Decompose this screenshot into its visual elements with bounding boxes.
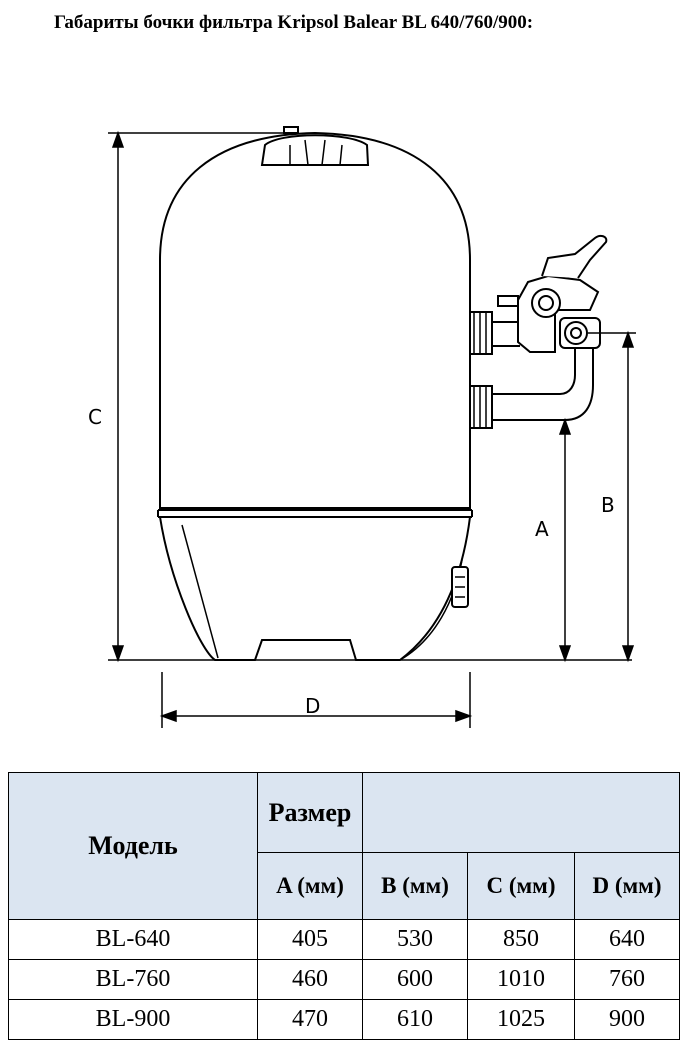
value-cell: 900 bbox=[574, 999, 680, 1040]
dimension-c bbox=[108, 130, 470, 663]
value-cell: 1010 bbox=[467, 959, 575, 1000]
tank-body bbox=[159, 131, 471, 509]
tank-belt bbox=[157, 509, 473, 518]
dimension-a-label: A bbox=[535, 517, 549, 541]
table-row: BL-640 405 530 850 640 bbox=[8, 919, 680, 960]
dimension-d-label: D bbox=[305, 694, 320, 718]
size-header: Размер bbox=[257, 772, 363, 853]
bent-pipe bbox=[492, 342, 594, 421]
column-header-b: B (мм) bbox=[362, 852, 468, 920]
value-cell: 610 bbox=[362, 999, 468, 1040]
dimensions-table: Модель Размер A (мм) B (мм) C (мм) D (мм… bbox=[8, 772, 680, 1040]
model-cell: BL-900 bbox=[8, 999, 258, 1040]
value-cell: 460 bbox=[257, 959, 363, 1000]
value-cell: 470 bbox=[257, 999, 363, 1040]
column-header-a: A (мм) bbox=[257, 852, 363, 920]
table-row: BL-900 470 610 1025 900 bbox=[8, 999, 680, 1040]
table-header-row: Модель Размер bbox=[8, 772, 680, 920]
value-cell: 600 bbox=[362, 959, 468, 1000]
table-row: BL-760 460 600 1010 760 bbox=[8, 959, 680, 1000]
dimension-d bbox=[159, 672, 473, 728]
tank-base bbox=[159, 516, 471, 661]
value-cell: 405 bbox=[257, 919, 363, 960]
column-header-d: D (мм) bbox=[574, 852, 680, 920]
model-cell: BL-640 bbox=[8, 919, 258, 960]
value-cell: 640 bbox=[574, 919, 680, 960]
model-cell: BL-760 bbox=[8, 959, 258, 1000]
column-header-c: C (мм) bbox=[467, 852, 575, 920]
table-subheader-row: A (мм) B (мм) C (мм) D (мм) bbox=[9, 852, 680, 920]
page-title: Габариты бочки фильтра Kripsol Balear BL… bbox=[54, 12, 534, 33]
value-cell: 530 bbox=[362, 919, 468, 960]
dimension-b bbox=[588, 330, 636, 663]
dimension-b-label: B bbox=[601, 493, 615, 517]
size-header-spacer bbox=[362, 772, 680, 853]
filter-dimension-drawing: C A B D bbox=[88, 126, 636, 728]
value-cell: 850 bbox=[467, 919, 575, 960]
pipe-to-valve bbox=[492, 321, 520, 347]
model-header: Модель bbox=[8, 772, 258, 920]
dimension-a bbox=[470, 417, 632, 663]
value-cell: 1025 bbox=[467, 999, 575, 1040]
valve-handle bbox=[541, 234, 608, 279]
top-lid bbox=[260, 134, 370, 166]
dimension-c-label: C bbox=[88, 405, 102, 429]
value-cell: 760 bbox=[574, 959, 680, 1000]
